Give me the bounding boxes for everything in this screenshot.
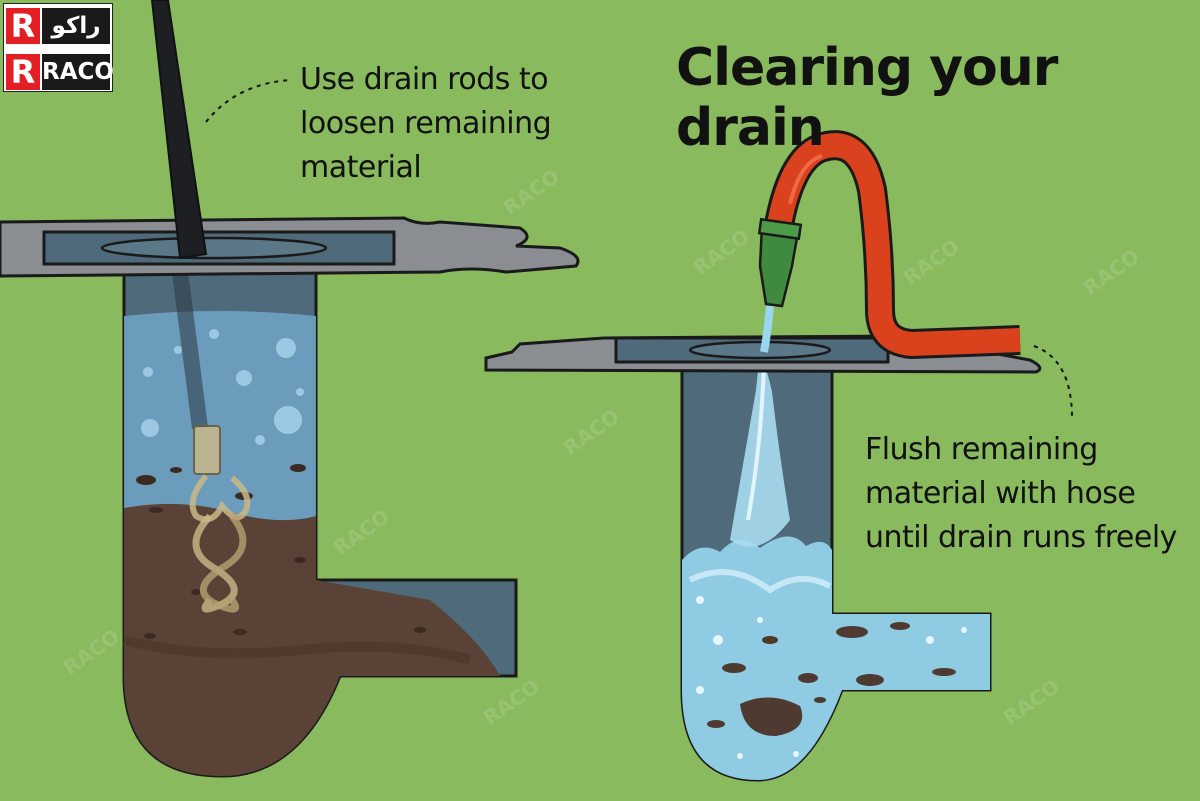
caption-line: loosen remaining [300, 106, 552, 141]
right-debris [707, 622, 956, 736]
right-callout-line [1033, 345, 1073, 419]
left-bubbles [141, 329, 304, 445]
logo-mark-icon: R [6, 8, 40, 44]
hose-icon [763, 130, 1021, 360]
rod-coupling [193, 425, 221, 475]
caption-line: material [300, 150, 422, 185]
left-drain [0, 0, 580, 778]
caption-line: material with hose [865, 476, 1136, 511]
raco-logo: R راكو R RACO [3, 3, 114, 92]
page-title: Clearing your drain [676, 38, 1058, 158]
logo-latin-name: RACO [42, 54, 114, 90]
caption-line: Use drain rods to [300, 62, 549, 97]
caption-drain-rods: Use drain rods to loosen remaining mater… [300, 58, 552, 190]
logo-latin-row: R RACO [4, 52, 114, 92]
logo-arabic-row: R راكو [4, 6, 112, 46]
caption-line: Flush remaining [865, 432, 1098, 467]
logo-arabic-name: راكو [42, 8, 110, 44]
rod-icon [150, 0, 208, 260]
left-callout-line [205, 79, 291, 123]
right-drain [484, 130, 1073, 782]
caption-flush-hose: Flush remaining material with hose until… [865, 428, 1177, 560]
caption-line: until drain runs freely [865, 520, 1177, 555]
left-rod-submerged [172, 270, 208, 430]
left-sludge [124, 503, 500, 776]
right-bubbles [696, 596, 967, 759]
logo-mark-icon: R [6, 54, 40, 90]
